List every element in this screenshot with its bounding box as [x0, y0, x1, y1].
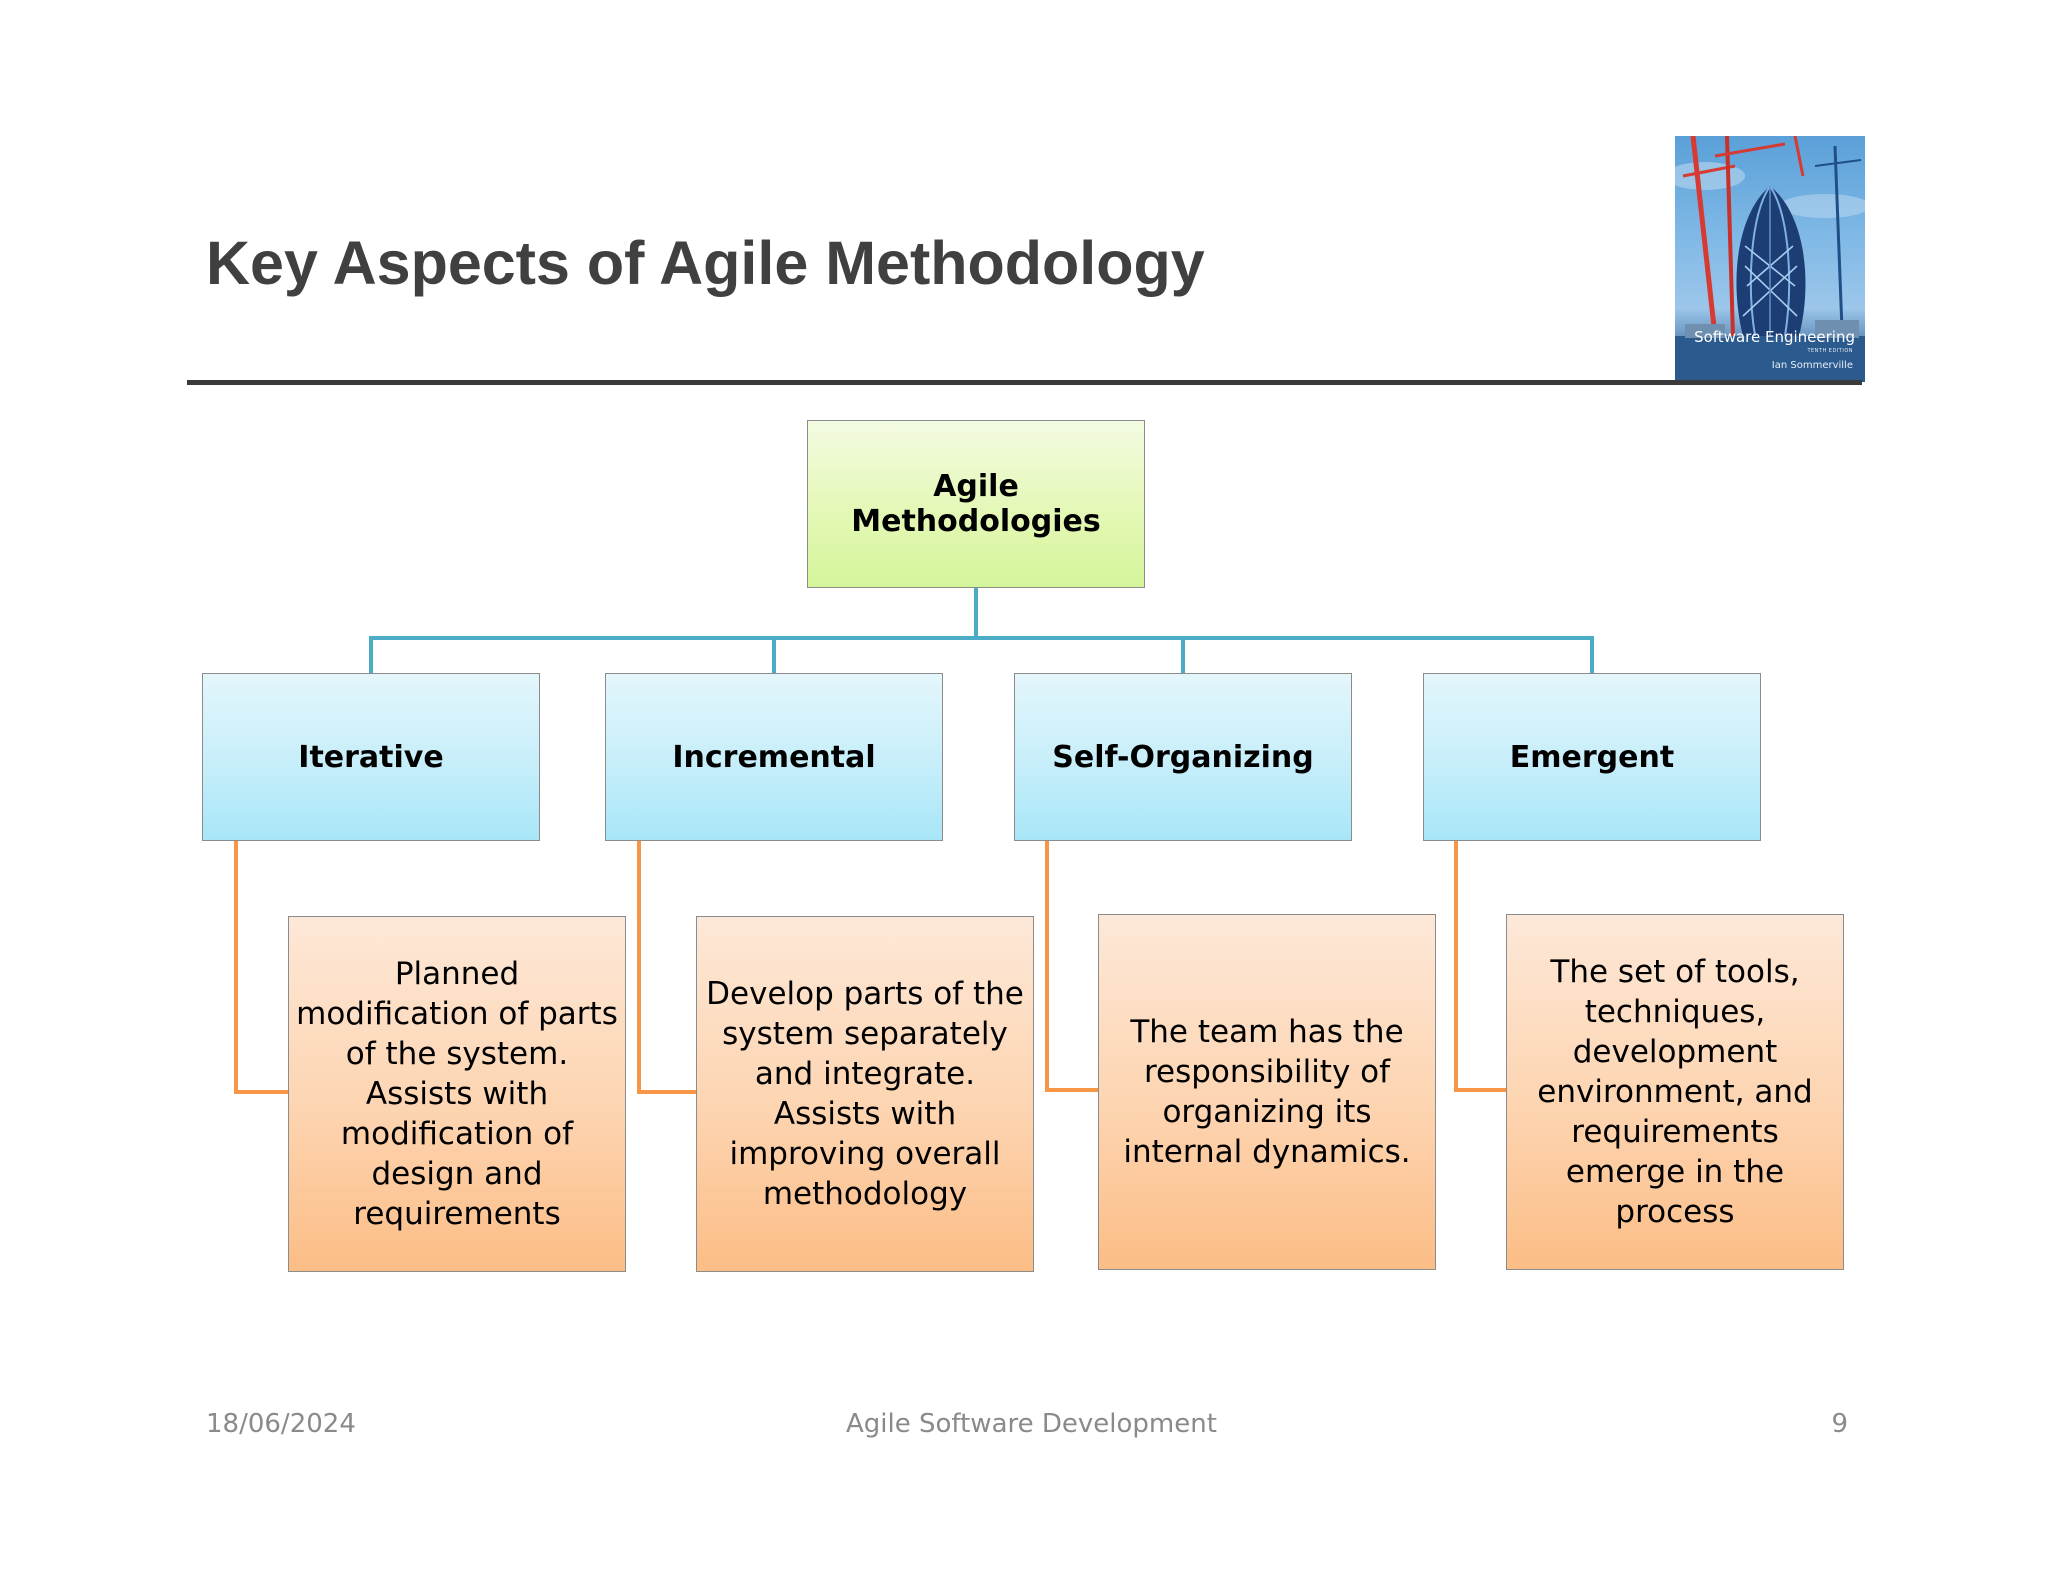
description-text: Develop parts of the system separately a… [703, 974, 1027, 1214]
aspect-node-emergent: Emergent [1423, 673, 1761, 841]
incremental-description-connector [639, 841, 696, 1092]
footer-date: 18/06/2024 [206, 1409, 356, 1439]
description-text: The set of tools, techniques, developmen… [1513, 952, 1837, 1232]
footer-title: Agile Software Development [846, 1409, 1217, 1439]
description-text: The team has the responsibility of organ… [1105, 1012, 1429, 1172]
emergent-description-connector [1456, 841, 1506, 1090]
description-text: Planned modification of parts of the sys… [295, 954, 619, 1234]
aspect-node-incremental: Incremental [605, 673, 943, 841]
aspect-node-self-organizing: Self-Organizing [1014, 673, 1352, 841]
aspect-label: Emergent [1510, 740, 1674, 775]
aspect-label: Incremental [672, 740, 875, 775]
root-node-label: Agile Methodologies [808, 469, 1144, 539]
self-organizing-description-connector [1047, 841, 1098, 1090]
description-node-iterative: Planned modification of parts of the sys… [288, 916, 626, 1272]
page-number: 9 [1831, 1409, 1848, 1439]
description-node-incremental: Develop parts of the system separately a… [696, 916, 1034, 1272]
description-node-self-organizing: The team has the responsibility of organ… [1098, 914, 1436, 1270]
description-node-emergent: The set of tools, techniques, developmen… [1506, 914, 1844, 1270]
root-node-agile-methodologies: Agile Methodologies [807, 420, 1145, 588]
aspect-label: Iterative [298, 740, 443, 775]
tree-connectors [371, 588, 1592, 673]
aspect-label: Self-Organizing [1052, 740, 1313, 775]
iterative-description-connector [236, 841, 288, 1092]
aspect-node-iterative: Iterative [202, 673, 540, 841]
